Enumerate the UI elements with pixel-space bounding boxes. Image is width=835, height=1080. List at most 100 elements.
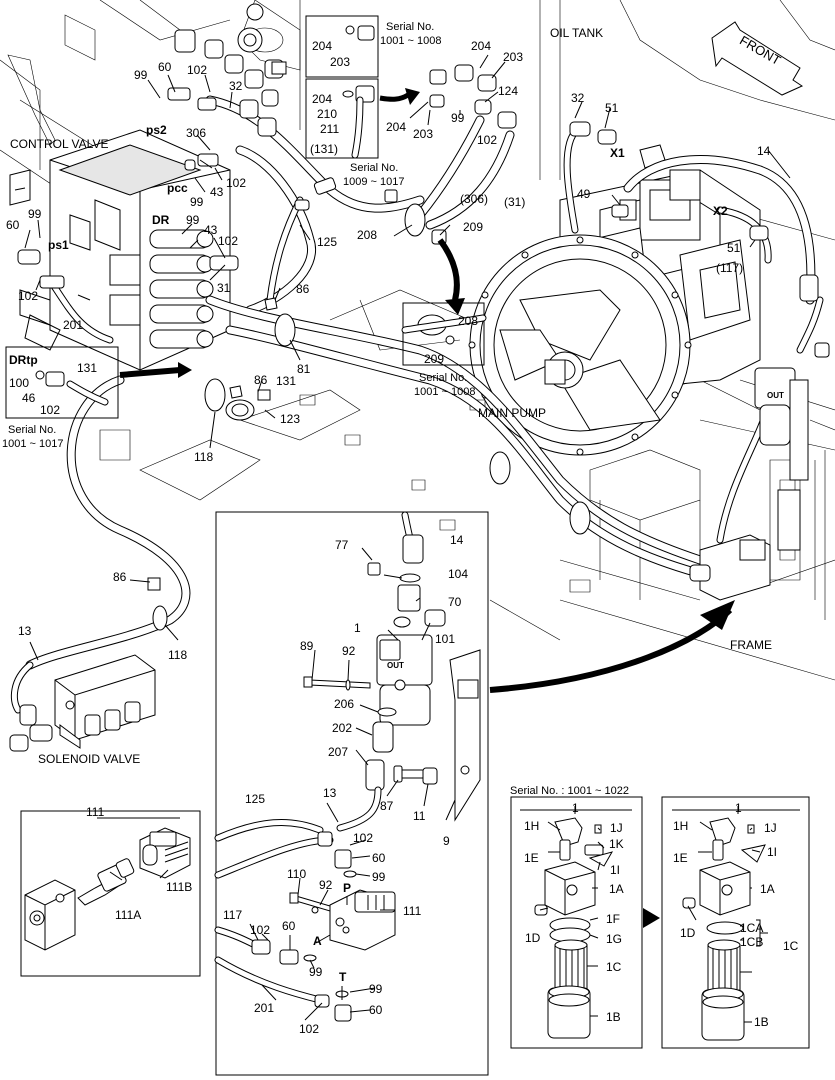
callout: 204 [386, 120, 406, 134]
callout: 43 [204, 223, 218, 237]
callout: 1F [606, 912, 620, 926]
valve-spools [109, 229, 214, 349]
callout: 207 [328, 745, 348, 759]
return-filter-assembly: OUT [754, 367, 809, 551]
callout: 1H [524, 819, 539, 833]
main-pump-label: MAIN PUMP [478, 406, 546, 420]
callout: (31) [504, 195, 525, 209]
callout: (117) [716, 261, 743, 275]
callout: 14 [450, 533, 464, 547]
detail-arrow [489, 607, 733, 693]
callout: 49 [577, 187, 591, 201]
callout: 31 [217, 281, 231, 295]
callout: 117 [223, 908, 242, 922]
callout: 1B [606, 1010, 621, 1024]
callout: 1D [525, 931, 541, 945]
callout: 111B [166, 880, 192, 894]
callout: 60 [6, 218, 20, 232]
callout: 51 [605, 101, 619, 115]
serial-label: Serial No. [350, 162, 398, 174]
serial-label: Serial No. [8, 424, 56, 436]
callout: 99 [190, 195, 204, 209]
callout: 46 [22, 391, 36, 405]
inset-arrow-drtp [119, 367, 181, 378]
solenoid-valve-main [9, 654, 156, 752]
detail-arrowhead [700, 600, 735, 630]
callout: 9 [443, 834, 450, 848]
callout: 206 [334, 697, 354, 711]
callout: 1E [673, 851, 688, 865]
inset-top-1001-1008 [305, 15, 379, 78]
callout: 118 [168, 648, 187, 662]
callout: 60 [158, 60, 172, 74]
callout: 102 [250, 923, 270, 937]
callout: 81 [297, 362, 311, 376]
callout: 87 [380, 799, 394, 813]
inset-drtp [5, 346, 119, 419]
inset-arrow-top [379, 92, 410, 102]
callout: 204 [312, 39, 332, 53]
inset-arrow-mid [437, 238, 460, 301]
port-ps1-label: ps1 [48, 238, 69, 252]
callout: 101 [435, 632, 455, 646]
serial-label: Serial No. [386, 21, 434, 33]
callout: 102 [40, 403, 60, 417]
callout: 99 [309, 965, 323, 979]
port-x2-label: X2 [713, 204, 728, 218]
port-p-label: P [343, 881, 351, 895]
callout: 102 [353, 831, 373, 845]
callout: 123 [280, 412, 300, 426]
callouts-detail: 77 14 104 70 1 101 89 92 206 202 207 87 … [18, 533, 468, 1036]
callouts-filter-new: 1 1H 1J 1E 1I 1A 1D 1CA 1CB 1C 1B [673, 801, 799, 1029]
callout: 86 [296, 282, 310, 296]
callout: 201 [254, 1001, 274, 1015]
filter-compare-arrow [643, 908, 660, 928]
callout: 13 [18, 624, 32, 638]
port-a-label: A [313, 934, 322, 948]
control-valve [9, 129, 231, 371]
callout: 102 [18, 289, 38, 303]
callout: 102 [218, 234, 238, 248]
callouts-filter-old: 1 1H 1J 1K 1E 1I 1A 1D 1F 1G 1C 1B [524, 801, 624, 1024]
filter-detail-box: OUT [214, 511, 489, 1076]
callout: 203 [330, 55, 350, 69]
callout: 211 [320, 122, 339, 136]
callout: 60 [372, 851, 386, 865]
callout: 77 [335, 538, 349, 552]
callout: (306) [460, 192, 488, 206]
callout: 125 [245, 792, 265, 806]
clamps [147, 203, 591, 631]
callout: 70 [448, 595, 462, 609]
callout: 306 [186, 126, 206, 140]
callout: 99 [28, 207, 42, 221]
callout: 208 [458, 314, 478, 328]
callout: 1A [760, 882, 775, 896]
callout: 99 [134, 68, 148, 82]
callout: 1D [680, 926, 696, 940]
callout: 43 [210, 185, 224, 199]
callout: 102 [299, 1022, 319, 1036]
callout: 203 [413, 127, 433, 141]
callout: 99 [372, 870, 386, 884]
callout: 111 [86, 805, 105, 819]
control-valve-label: CONTROL VALVE [10, 137, 108, 151]
callout: 1 [354, 621, 361, 635]
solenoid-block-frame [689, 534, 771, 601]
callout: 1G [606, 932, 622, 946]
callout: 204 [471, 39, 491, 53]
front-arrow: FRONT [711, 21, 804, 96]
port-ps2-label: ps2 [146, 123, 167, 137]
callout: 1J [764, 821, 777, 835]
callout: 1K [609, 837, 624, 851]
port-dr-label: DR [152, 213, 170, 227]
port-drtp-label: DRtp [9, 353, 38, 367]
callouts-solenoid: 111 111B 111A [86, 805, 192, 922]
callout: 131 [77, 361, 97, 375]
port-pcc-label: pcc [167, 181, 188, 195]
serial-range: 1001 ~ 1008 [380, 35, 441, 47]
callout: 210 [317, 107, 337, 121]
top-fittings [17, 3, 830, 358]
callout: 208 [357, 228, 377, 242]
callout: 86 [254, 373, 268, 387]
